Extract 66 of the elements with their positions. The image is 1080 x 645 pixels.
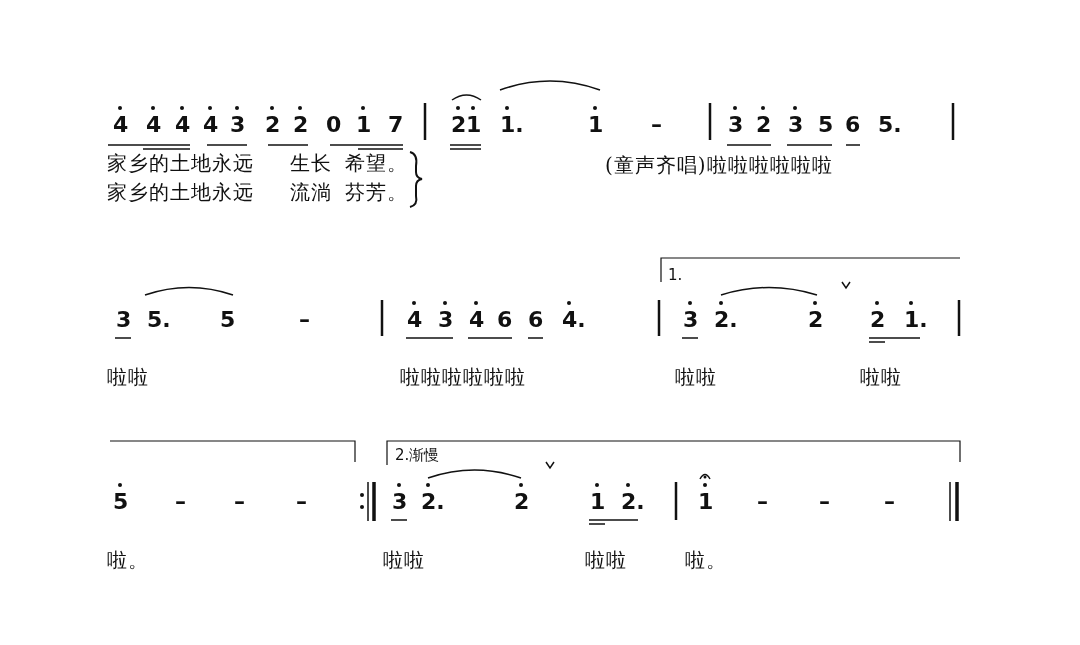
numbered-note: 1 xyxy=(466,105,482,136)
numbered-note: 3 xyxy=(116,306,132,331)
numbered-note: 3 xyxy=(683,300,699,331)
numbered-note: 4 xyxy=(469,300,485,331)
numbered-note: 3 xyxy=(788,105,804,136)
numbered-note: 6 xyxy=(528,306,544,331)
numbered-note: 5. xyxy=(147,306,171,331)
numbered-note: 6 xyxy=(845,111,861,136)
numbered-note: 5. xyxy=(878,111,902,136)
numbered-note: 6 xyxy=(497,306,513,331)
numbered-note: 2 xyxy=(451,105,467,136)
numbered-note: 4 xyxy=(203,105,219,136)
numbered-note: 4 xyxy=(175,105,191,136)
hold-dash: – xyxy=(884,488,895,513)
numbered-note: 1 xyxy=(590,482,606,513)
lyric-text: 家乡的土地永远 xyxy=(107,150,254,176)
hold-dash: – xyxy=(234,488,245,513)
hold-dash: – xyxy=(757,488,768,513)
lyric-text: (童声齐唱)啦啦啦啦啦啦 xyxy=(605,152,833,178)
numbered-note: 3 xyxy=(392,482,408,513)
numbered-note: 4 xyxy=(407,300,423,331)
numbered-note: 5 xyxy=(220,306,236,331)
numbered-note: 3 xyxy=(438,300,454,331)
numbered-note: 2. xyxy=(714,300,738,331)
lyric-text: 啦啦 xyxy=(675,364,717,390)
lyric-text: 啦啦 xyxy=(860,364,902,390)
volta-label: 2.渐慢 xyxy=(395,446,440,464)
numbered-note: 1. xyxy=(904,300,928,331)
lyric-text: 啦。 xyxy=(685,547,727,573)
numbered-note: 5 xyxy=(818,111,834,136)
lyric-text: 啦啦啦啦啦啦 xyxy=(400,364,526,390)
numbered-note: 4. xyxy=(562,300,586,331)
lyric-text: 芬芳。 xyxy=(345,179,408,205)
lyric-text: 生长 xyxy=(290,150,332,176)
numbered-note: 4 xyxy=(146,105,162,136)
lyric-text: 啦啦 xyxy=(383,547,425,573)
numbered-note: 7 xyxy=(388,111,404,136)
numbered-note: 0 xyxy=(326,111,342,136)
numbered-note: 2 xyxy=(514,482,530,513)
hold-dash: – xyxy=(299,306,310,331)
hold-dash: – xyxy=(296,488,307,513)
numbered-note: 1 xyxy=(698,482,714,513)
lyric-text: 啦。 xyxy=(107,547,149,573)
hold-dash: – xyxy=(651,111,662,136)
numbered-note: 3 xyxy=(230,105,246,136)
numbered-note: 2. xyxy=(421,482,445,513)
numbered-note: 1 xyxy=(356,105,372,136)
volta-label: 1. xyxy=(668,266,683,284)
lyric-text: 流淌 xyxy=(290,179,332,205)
numbered-note: 1. xyxy=(500,105,524,136)
hold-dash: – xyxy=(175,488,186,513)
numbered-note: 2 xyxy=(808,300,824,331)
numbered-note: 2 xyxy=(293,105,309,136)
lyric-text: 啦啦 xyxy=(585,547,627,573)
lyric-text: 啦啦 xyxy=(107,364,149,390)
numbered-note: 1 xyxy=(588,105,604,136)
numbered-note: 2. xyxy=(621,482,645,513)
lyric-text: 希望。 xyxy=(345,150,408,176)
numbered-note: 2 xyxy=(756,105,772,136)
numbered-note: 5 xyxy=(113,482,129,513)
numbered-note: 2 xyxy=(265,105,281,136)
hold-dash: – xyxy=(819,488,830,513)
numbered-note: 4 xyxy=(113,105,129,136)
lyric-text: 家乡的土地永远 xyxy=(107,179,254,205)
numbered-note: 2 xyxy=(870,300,886,331)
numbered-note: 3 xyxy=(728,105,744,136)
